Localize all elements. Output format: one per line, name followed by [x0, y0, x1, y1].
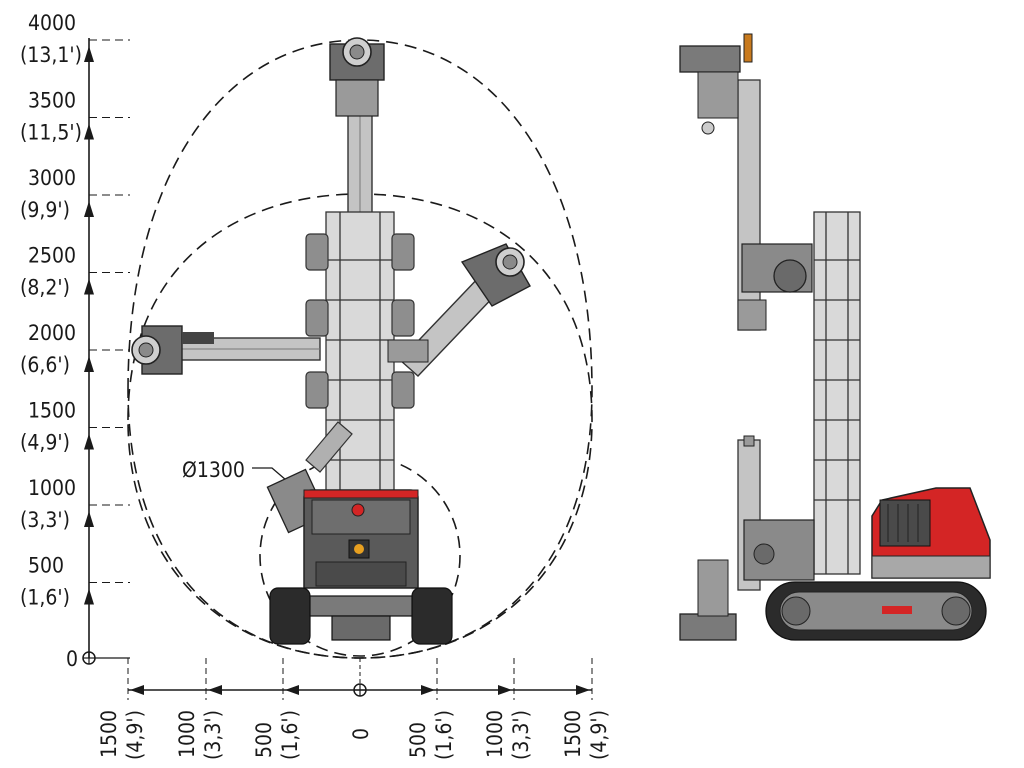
x-tick-arrow	[208, 685, 222, 695]
diameter-label: Ø1300	[182, 458, 245, 482]
x-tick-value: 1500	[97, 710, 121, 758]
side-crawler-track	[765, 581, 987, 641]
y-tick-value: 500	[28, 554, 64, 578]
y-tick-arrow	[84, 123, 94, 140]
x-tick-value: 500	[252, 722, 276, 758]
x-tick-imperial: (3,3')	[509, 710, 533, 760]
x-tick-value: 1000	[175, 710, 199, 758]
x-tick-imperial: (1,6')	[278, 710, 302, 760]
y-tick-imperial: (9,9')	[20, 198, 70, 222]
y-tick-imperial: (4,9')	[20, 431, 70, 455]
y-axis: 4000 (13,1') 3500 (11,5') 3000 (9,9') 2500 (8,2…	[20, 11, 130, 671]
y-tick-value: 3500	[28, 89, 76, 113]
y-tick-value: 3000	[28, 166, 76, 190]
front-tracks	[269, 587, 453, 645]
side-view-machine	[679, 33, 991, 641]
y-tick-value: 4000	[28, 11, 76, 35]
y-tick-arrow	[84, 201, 94, 217]
y-tick-imperial: (13,1')	[20, 43, 82, 67]
x-tick-value: 500	[406, 722, 430, 758]
base-diameter-circle	[259, 455, 461, 657]
right-arm	[387, 243, 531, 377]
y-tick-value: 1500	[28, 399, 76, 423]
x-tick-imperial: (1,6')	[432, 710, 456, 760]
y-tick-value: 1000	[28, 476, 76, 500]
x-tick-imperial: (4,9')	[587, 710, 611, 760]
front-body	[303, 489, 419, 589]
left-arm	[131, 325, 321, 375]
y-tick-value: 2000	[28, 321, 76, 345]
y-tick-arrow	[84, 46, 94, 62]
diameter-callout: Ø1300	[182, 458, 301, 493]
x-axis-ticks: 1500(4,9')1000(3,3')500(1,6')500(1,6')10…	[97, 658, 611, 760]
top-drill-head	[329, 37, 385, 117]
side-main-mast	[813, 211, 861, 575]
y-tick-value: 2500	[28, 244, 76, 268]
y-tick-imperial: (11,5')	[20, 121, 82, 145]
y-tick-arrow	[84, 278, 94, 295]
y-origin-label: 0	[66, 647, 78, 671]
x-axis: 1500(4,9')1000(3,3')500(1,6')500(1,6')10…	[97, 658, 611, 760]
front-view-machine	[131, 37, 531, 645]
x-tick-imperial: (4,9')	[123, 710, 147, 760]
side-lower-boom	[679, 435, 815, 641]
y-tick-arrow	[84, 511, 94, 527]
y-tick-imperial: (1,6')	[20, 586, 70, 610]
inner-reach-envelope	[127, 193, 593, 659]
y-tick-imperial: (6,6')	[20, 353, 70, 377]
side-upper-boom	[679, 33, 813, 331]
x-tick-value: 1500	[561, 710, 585, 758]
x-tick-arrow	[130, 685, 144, 695]
y-axis-ticks: 4000 (13,1') 3500 (11,5') 3000 (9,9') 2500 (8,2…	[20, 11, 130, 610]
x-tick-arrow	[576, 685, 590, 695]
y-tick-arrow	[84, 433, 94, 450]
x-tick-imperial: (3,3')	[201, 710, 225, 760]
mast-clamps	[305, 233, 415, 409]
y-tick-arrow	[84, 588, 94, 605]
x-tick-arrow	[498, 685, 512, 695]
x-tick-value: 1000	[483, 710, 507, 758]
x-tick-arrow	[285, 685, 299, 695]
y-tick-imperial: (3,3')	[20, 508, 70, 532]
x-center-label: 0	[349, 728, 373, 740]
x-tick-arrow	[421, 685, 435, 695]
lower-strut	[305, 421, 353, 473]
y-tick-imperial: (8,2')	[20, 276, 70, 300]
y-tick-arrow	[84, 356, 94, 372]
reach-envelopes	[127, 39, 593, 659]
side-body	[871, 487, 991, 579]
outer-reach-envelope	[127, 39, 593, 659]
